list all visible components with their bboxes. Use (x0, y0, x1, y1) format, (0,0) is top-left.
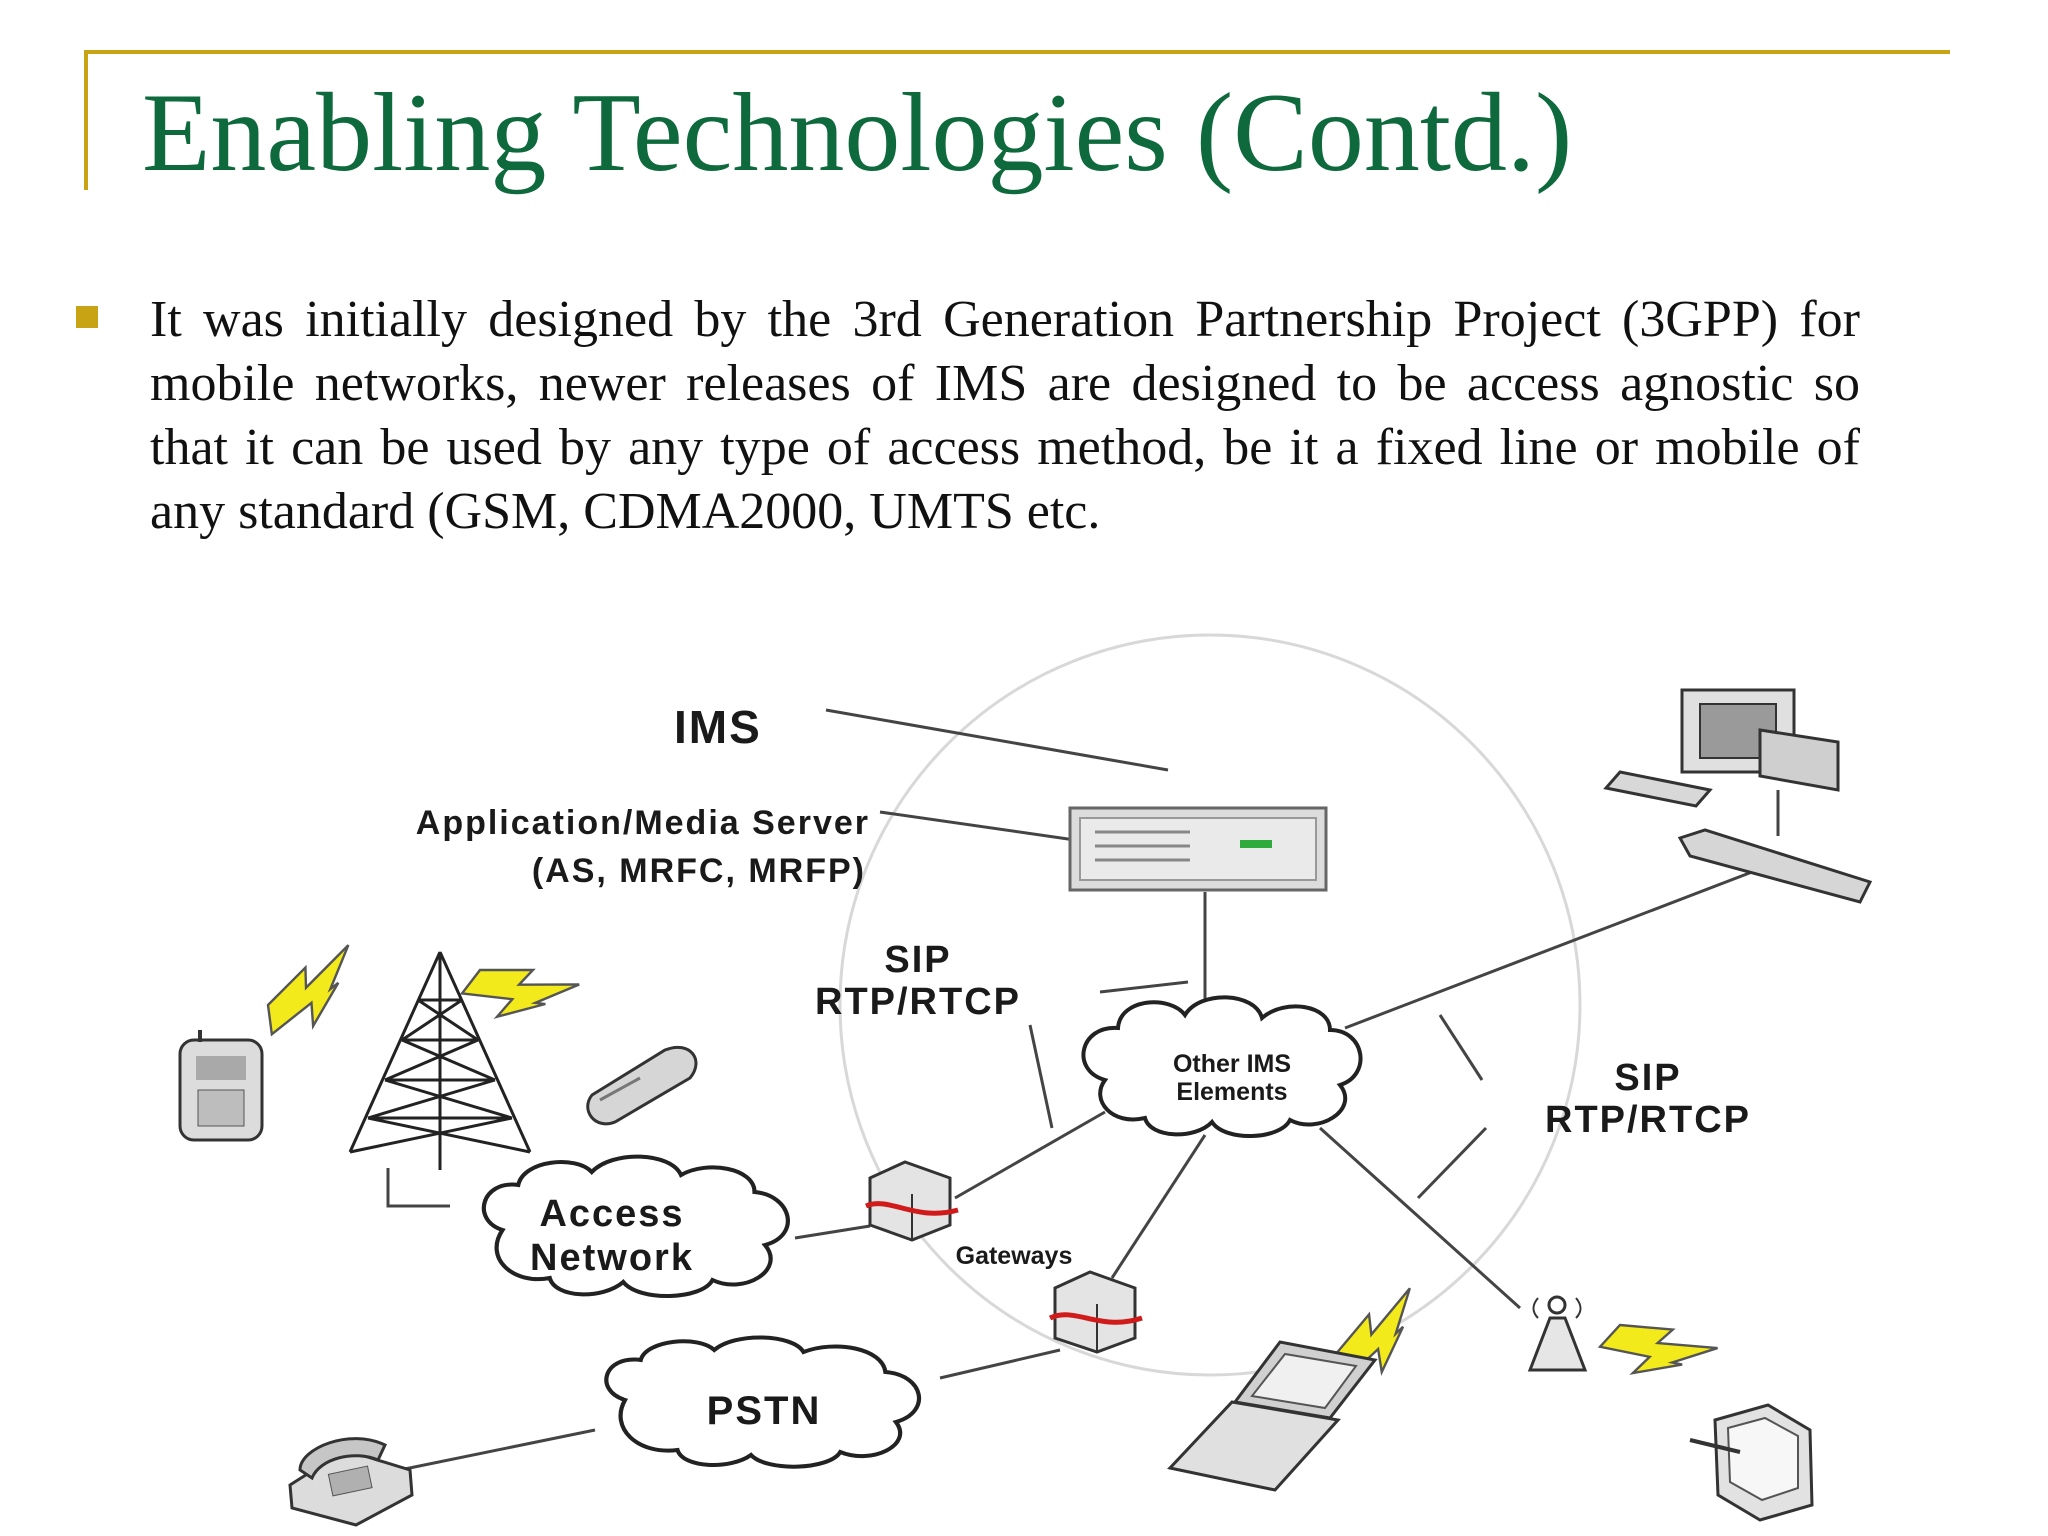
lightning-icon-1 (250, 943, 372, 1042)
gateways-label: Gateways (956, 1242, 1073, 1270)
flip-phone-icon (586, 1045, 698, 1126)
wireless-access-point-icon (1527, 1295, 1588, 1372)
desk-telephone-icon (288, 1437, 414, 1527)
pstn-label: PSTN (707, 1389, 822, 1433)
ims-boundary-circle (838, 633, 1582, 1377)
other-ims-elements-cloud (1081, 995, 1363, 1139)
lightning-icon-4 (1595, 1295, 1719, 1405)
sip-left-line2: RTP/RTCP (815, 981, 1021, 1023)
bullet-marker-icon (76, 306, 98, 328)
gateway-icon-1 (865, 1160, 959, 1242)
cell-tower-icon (348, 951, 532, 1170)
ims-label: IMS (674, 701, 762, 753)
desktop-computer-icon (1603, 688, 1840, 808)
mobile-phone-icon (178, 1030, 264, 1142)
tower-to-access-line (386, 1168, 450, 1208)
pda-device-icon (1689, 1403, 1814, 1522)
sip-right-pointer-line (1438, 1014, 1484, 1081)
media-server-icon (1068, 806, 1328, 892)
access-network-cloud (481, 1154, 790, 1299)
lightning-icon-2 (458, 939, 581, 1044)
sip-right-line1: SIP (1614, 1057, 1681, 1099)
app-server-pointer-line (879, 810, 1076, 842)
ims-pointer-line (825, 708, 1169, 772)
app-server-label-line2: (AS, MRFC, MRFP) (532, 852, 866, 890)
other-ims-label-line1: Other IMS (1173, 1050, 1291, 1078)
bullet-paragraph: It was initially designed by the 3rd Gen… (150, 291, 1860, 540)
access-network-label-line1: Access (539, 1193, 684, 1235)
pstn-to-phone-line (389, 1428, 596, 1474)
cloud-to-wifi-line (1318, 1126, 1522, 1310)
network-switch-icon (1677, 828, 1873, 904)
gateway1-to-access-line (794, 1224, 871, 1240)
sip-left-line1: SIP (884, 939, 951, 981)
sip-left-pointer-line-2 (1028, 1024, 1054, 1129)
app-server-label-line1: Application/Media Server (416, 804, 870, 842)
cloud-to-switch-line (1344, 870, 1753, 1030)
sip-left-pointer-line (1099, 980, 1189, 994)
laptop-icon (1167, 1340, 1378, 1492)
cloud-to-gateway1-line (954, 1110, 1106, 1200)
sip-right-pointer-line-2 (1416, 1126, 1488, 1200)
access-network-label-line2: Network (530, 1237, 694, 1279)
pstn-cloud (604, 1335, 922, 1469)
gateway2-to-pstn-line (939, 1348, 1061, 1380)
title-rule-left (84, 50, 88, 190)
title-rule-top (84, 50, 1950, 54)
sip-right-line2: RTP/RTCP (1545, 1099, 1751, 1141)
other-ims-label-line2: Elements (1176, 1078, 1287, 1106)
slide-title: Enabling Technologies (Contd.) (142, 71, 1573, 195)
gateway-icon-2 (1048, 1270, 1143, 1354)
cloud-to-gateway2-line (1110, 1134, 1207, 1279)
